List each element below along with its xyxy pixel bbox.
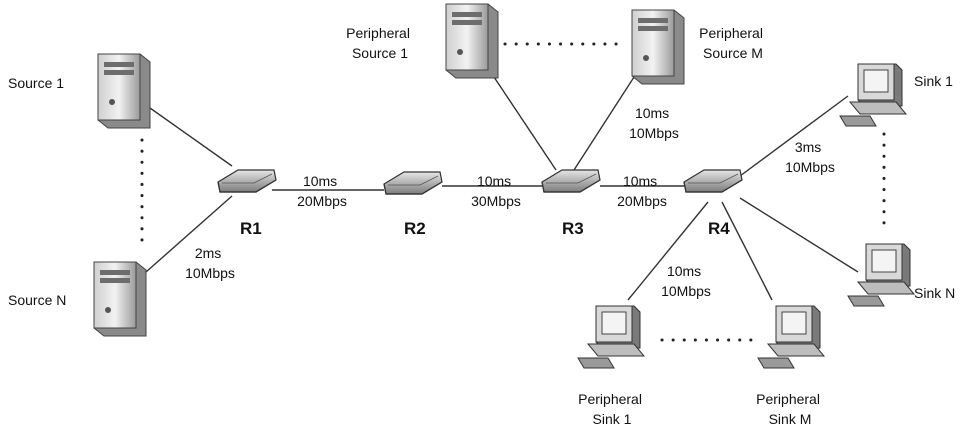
router-r1-label: R1 bbox=[240, 219, 262, 238]
server-icon bbox=[631, 9, 685, 85]
router-icon bbox=[383, 171, 443, 195]
router-icon bbox=[683, 169, 743, 193]
router-r2 bbox=[383, 171, 443, 195]
server-peripheral-source-1 bbox=[445, 3, 499, 79]
source-n-label: Source N bbox=[8, 292, 66, 308]
router-r4 bbox=[683, 169, 743, 193]
link-r4-sink-label: 3ms 10Mbps bbox=[785, 139, 835, 175]
link-psource1-r3 bbox=[487, 67, 557, 171]
link-r3-r4-label: 10ms 20Mbps bbox=[617, 173, 667, 209]
server-source-1 bbox=[97, 53, 151, 129]
sink-n-label: Sink N bbox=[914, 285, 955, 301]
sink-1-label: Sink 1 bbox=[914, 73, 953, 89]
link-r2-r3-label: 10ms 30Mbps bbox=[471, 173, 521, 209]
server-icon bbox=[97, 53, 151, 129]
link-r4-periph-sink-label: 10ms 10Mbps bbox=[661, 263, 711, 299]
workstation-peripheral-sink-m bbox=[757, 305, 825, 369]
router-r1 bbox=[217, 169, 277, 193]
link-r1-r2-label: 10ms 20Mbps bbox=[297, 173, 347, 209]
router-r3-label: R3 bbox=[562, 219, 584, 238]
router-icon bbox=[541, 169, 601, 193]
router-r3 bbox=[541, 169, 601, 193]
server-source-n bbox=[93, 261, 147, 337]
computer-icon bbox=[757, 305, 825, 369]
router-icon bbox=[217, 169, 277, 193]
router-r2-label: R2 bbox=[404, 219, 426, 238]
ellipsis-dots bbox=[140, 42, 886, 342]
link-r4-sink1 bbox=[739, 95, 849, 177]
router-r4-label: R4 bbox=[708, 219, 730, 238]
server-icon bbox=[93, 261, 147, 337]
link-psourcem-r3 bbox=[573, 73, 637, 171]
computer-icon bbox=[839, 63, 907, 127]
link-r4-psink1 bbox=[627, 201, 709, 301]
computer-icon bbox=[577, 305, 645, 369]
workstation-peripheral-sink-1 bbox=[577, 305, 645, 369]
peripheral-source-m-label: Peripheral Source M bbox=[699, 25, 767, 61]
workstation-sink-n bbox=[847, 243, 915, 307]
link-source-r1-label: 2ms 10Mbps bbox=[185, 245, 235, 281]
workstation-sink-1 bbox=[839, 63, 907, 127]
source-1-label: Source 1 bbox=[8, 75, 64, 91]
link-r4-psinkm bbox=[721, 201, 773, 301]
link-r4-sinkn bbox=[739, 197, 859, 273]
peripheral-source-1-label: Peripheral Source 1 bbox=[346, 25, 414, 61]
peripheral-sink-m-label: Peripheral Sink M bbox=[756, 391, 824, 427]
peripheral-sink-1-label: Peripheral Sink 1 bbox=[578, 391, 646, 427]
server-icon bbox=[445, 3, 499, 79]
server-peripheral-source-m bbox=[631, 9, 685, 85]
link-sourcen-r1 bbox=[145, 195, 233, 273]
computer-icon bbox=[847, 243, 915, 307]
link-source1-r1 bbox=[149, 107, 233, 167]
link-periph-source-r3-label: 10ms 10Mbps bbox=[629, 105, 679, 141]
connection-links bbox=[145, 67, 859, 301]
